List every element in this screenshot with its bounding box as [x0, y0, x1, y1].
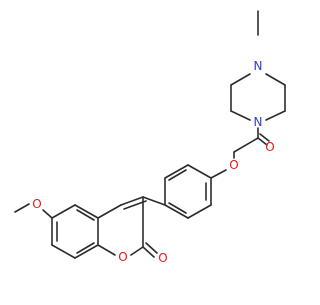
bond: [51, 204, 76, 219]
bond: [51, 244, 76, 259]
bond: [164, 164, 189, 179]
bond: [168, 202, 187, 214]
bond: [42, 209, 53, 219]
bond: [259, 133, 270, 142]
bond: [145, 242, 158, 254]
bond: [210, 169, 227, 179]
bond: [187, 164, 212, 179]
bond: [230, 110, 251, 121]
bond: [74, 204, 99, 219]
bond: [76, 209, 95, 221]
molecule-diagram: N N O O O O O: [14, 10, 286, 265]
bond: [265, 110, 286, 121]
atom-label-nitrogen: N: [254, 115, 263, 129]
bond: [97, 204, 122, 219]
bond: [130, 246, 144, 256]
bond: [233, 137, 259, 153]
atom-label-layer: N N O O O O O: [32, 59, 274, 265]
bond: [14, 203, 30, 213]
bond: [120, 196, 144, 206]
bond: [257, 137, 268, 146]
bond: [230, 73, 251, 86]
bond: [265, 73, 286, 86]
atom-label-oxygen: O: [118, 250, 127, 264]
bond-layer: [14, 10, 286, 259]
bond: [76, 242, 95, 254]
atom-label-oxygen: O: [32, 197, 41, 211]
bond: [142, 196, 166, 206]
bond: [164, 204, 189, 219]
atom-label-oxygen: O: [229, 158, 238, 172]
atom-label-nitrogen: N: [254, 59, 263, 73]
bond: [168, 169, 187, 181]
bond: [142, 246, 155, 258]
atom-label-oxygen: O: [265, 140, 274, 154]
bond: [97, 244, 116, 256]
molecule-structure: N N O O O O O: [14, 10, 286, 265]
bond: [74, 244, 99, 259]
atom-label-oxygen: O: [158, 251, 167, 265]
bond: [187, 204, 212, 219]
